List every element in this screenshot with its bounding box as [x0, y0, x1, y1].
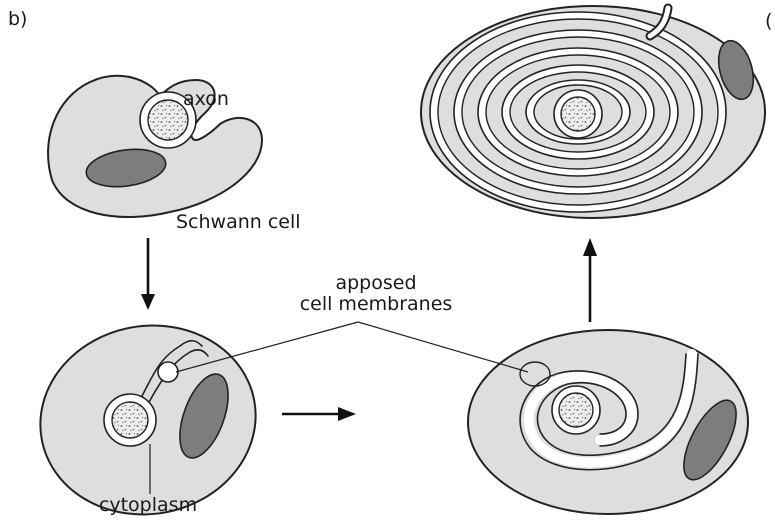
apposed-label-line2: cell membranes	[300, 295, 453, 314]
stage2-axon	[112, 402, 148, 438]
panel-label: b)	[8, 10, 27, 29]
stage1-schwann-cell	[48, 76, 262, 217]
arrow-up	[583, 238, 597, 322]
schwann-cell-label: Schwann cell	[176, 213, 301, 232]
apposed-label-line1: apposed	[335, 274, 416, 293]
stage2-schwann-cell	[25, 309, 270, 523]
arrow-right	[282, 407, 356, 421]
stage2-membrane-loop	[158, 362, 178, 382]
leader-apposed-right	[358, 322, 528, 372]
stage3-axon	[559, 393, 593, 427]
stage4-axon	[561, 97, 595, 131]
stage1-axon	[148, 100, 188, 140]
edge-label: (	[765, 12, 772, 31]
cytoplasm-label: cytoplasm	[99, 496, 197, 515]
stage3-schwann-cell	[468, 330, 748, 514]
stage4-myelinated-axon	[421, 6, 765, 218]
arrow-down	[141, 238, 155, 310]
axon-label: axon	[183, 90, 229, 109]
